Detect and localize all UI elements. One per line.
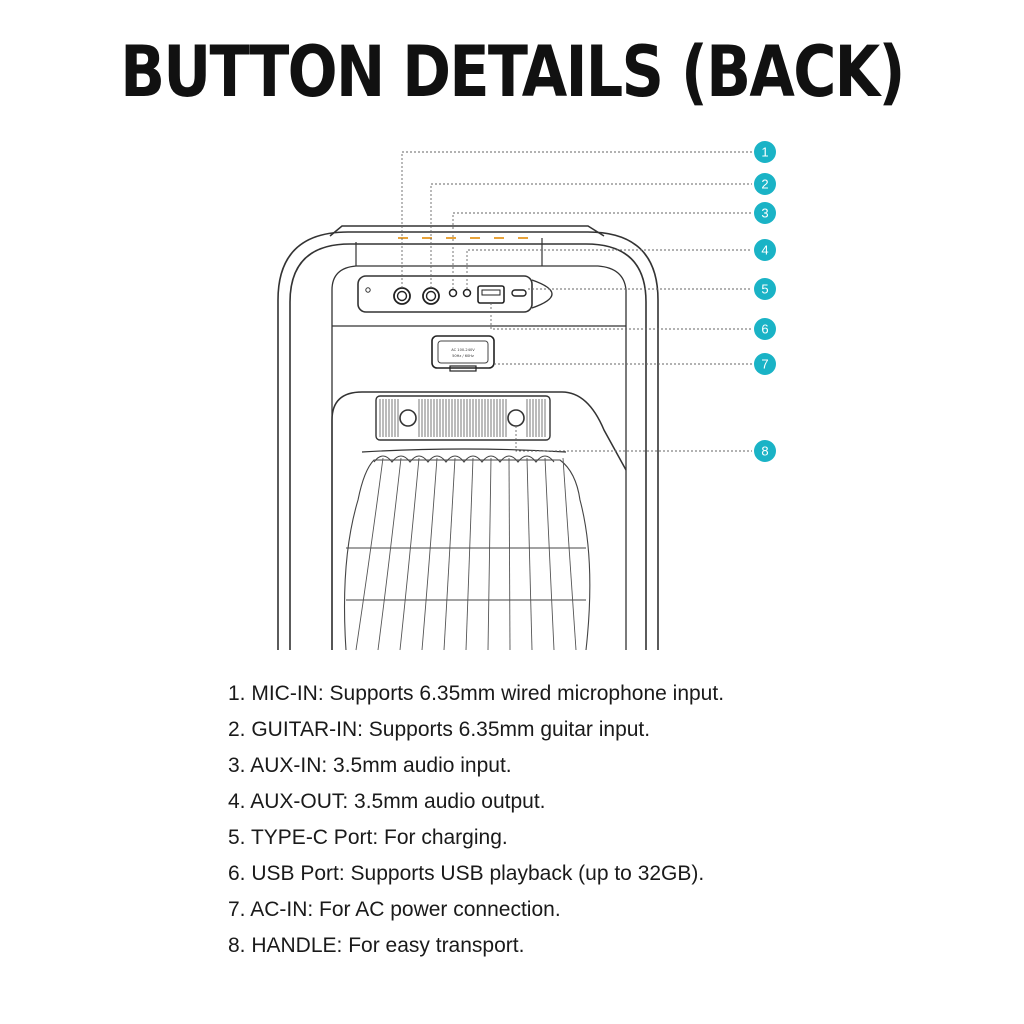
mic-in-jack bbox=[393, 287, 411, 305]
feature-item-aux-in: 3. AUX-IN: 3.5mm audio input. bbox=[228, 754, 512, 777]
leader-line-4 bbox=[466, 249, 752, 289]
callout-badge-5: 5 bbox=[754, 278, 776, 300]
callout-number-3: 3 bbox=[761, 206, 768, 221]
callout-badges: 1 2 3 4 5 6 7 8 bbox=[754, 141, 776, 462]
ac-label-line2: 50Hz / 60Hz bbox=[452, 354, 474, 358]
usb-port bbox=[477, 285, 505, 304]
grille-ribs bbox=[355, 457, 577, 651]
ac-label-line1: AC 100-240V bbox=[451, 348, 475, 352]
ac-in-socket: AC 100-240V 50Hz / 60Hz bbox=[431, 335, 495, 372]
leader-line-1 bbox=[401, 151, 752, 288]
callout-number-6: 6 bbox=[761, 322, 768, 337]
feature-item-guitar-in: 2. GUITAR-IN: Supports 6.35mm guitar inp… bbox=[228, 718, 651, 741]
callout-number-5: 5 bbox=[761, 282, 768, 297]
page-title: BUTTON DETAILS (BACK) bbox=[120, 31, 905, 113]
callout-number-7: 7 bbox=[761, 357, 768, 372]
callout-badge-6: 6 bbox=[754, 318, 776, 340]
callout-badge-7: 7 bbox=[754, 353, 776, 375]
callout-badge-4: 4 bbox=[754, 239, 776, 261]
handle bbox=[331, 391, 627, 650]
handle-grille bbox=[379, 399, 546, 437]
leader-line-2 bbox=[430, 183, 752, 288]
callout-number-2: 2 bbox=[761, 177, 768, 192]
feature-item-usb: 6. USB Port: Supports USB playback (up t… bbox=[228, 862, 705, 885]
callout-number-1: 1 bbox=[761, 145, 768, 160]
callout-badge-3: 3 bbox=[754, 202, 776, 224]
callout-badge-8: 8 bbox=[754, 440, 776, 462]
callout-badge-2: 2 bbox=[754, 173, 776, 195]
leader-lines bbox=[401, 151, 752, 452]
screw-icon bbox=[365, 287, 371, 293]
feature-item-mic-in: 1. MIC-IN: Supports 6.35mm wired microph… bbox=[228, 682, 725, 705]
aux-out-jack bbox=[462, 288, 472, 298]
aux-in-jack bbox=[448, 288, 458, 298]
type-c-port bbox=[511, 289, 527, 297]
feature-item-aux-out: 4. AUX-OUT: 3.5mm audio output. bbox=[228, 790, 546, 813]
callout-badge-1: 1 bbox=[754, 141, 776, 163]
leader-line-6 bbox=[490, 303, 752, 330]
callout-number-4: 4 bbox=[761, 243, 768, 258]
leader-line-8 bbox=[515, 426, 752, 452]
feature-list: 1. MIC-IN: Supports 6.35mm wired microph… bbox=[228, 676, 724, 964]
port-panel bbox=[357, 275, 553, 313]
feature-item-type-c: 5. TYPE-C Port: For charging. bbox=[228, 826, 508, 849]
leader-line-3 bbox=[452, 212, 752, 289]
speaker-grille bbox=[343, 455, 591, 651]
speaker-body bbox=[277, 225, 659, 650]
feature-item-handle: 8. HANDLE: For easy transport. bbox=[228, 934, 525, 957]
callout-number-8: 8 bbox=[761, 444, 768, 459]
guitar-in-jack bbox=[422, 287, 440, 305]
feature-item-ac-in: 7. AC-IN: For AC power connection. bbox=[228, 898, 561, 921]
